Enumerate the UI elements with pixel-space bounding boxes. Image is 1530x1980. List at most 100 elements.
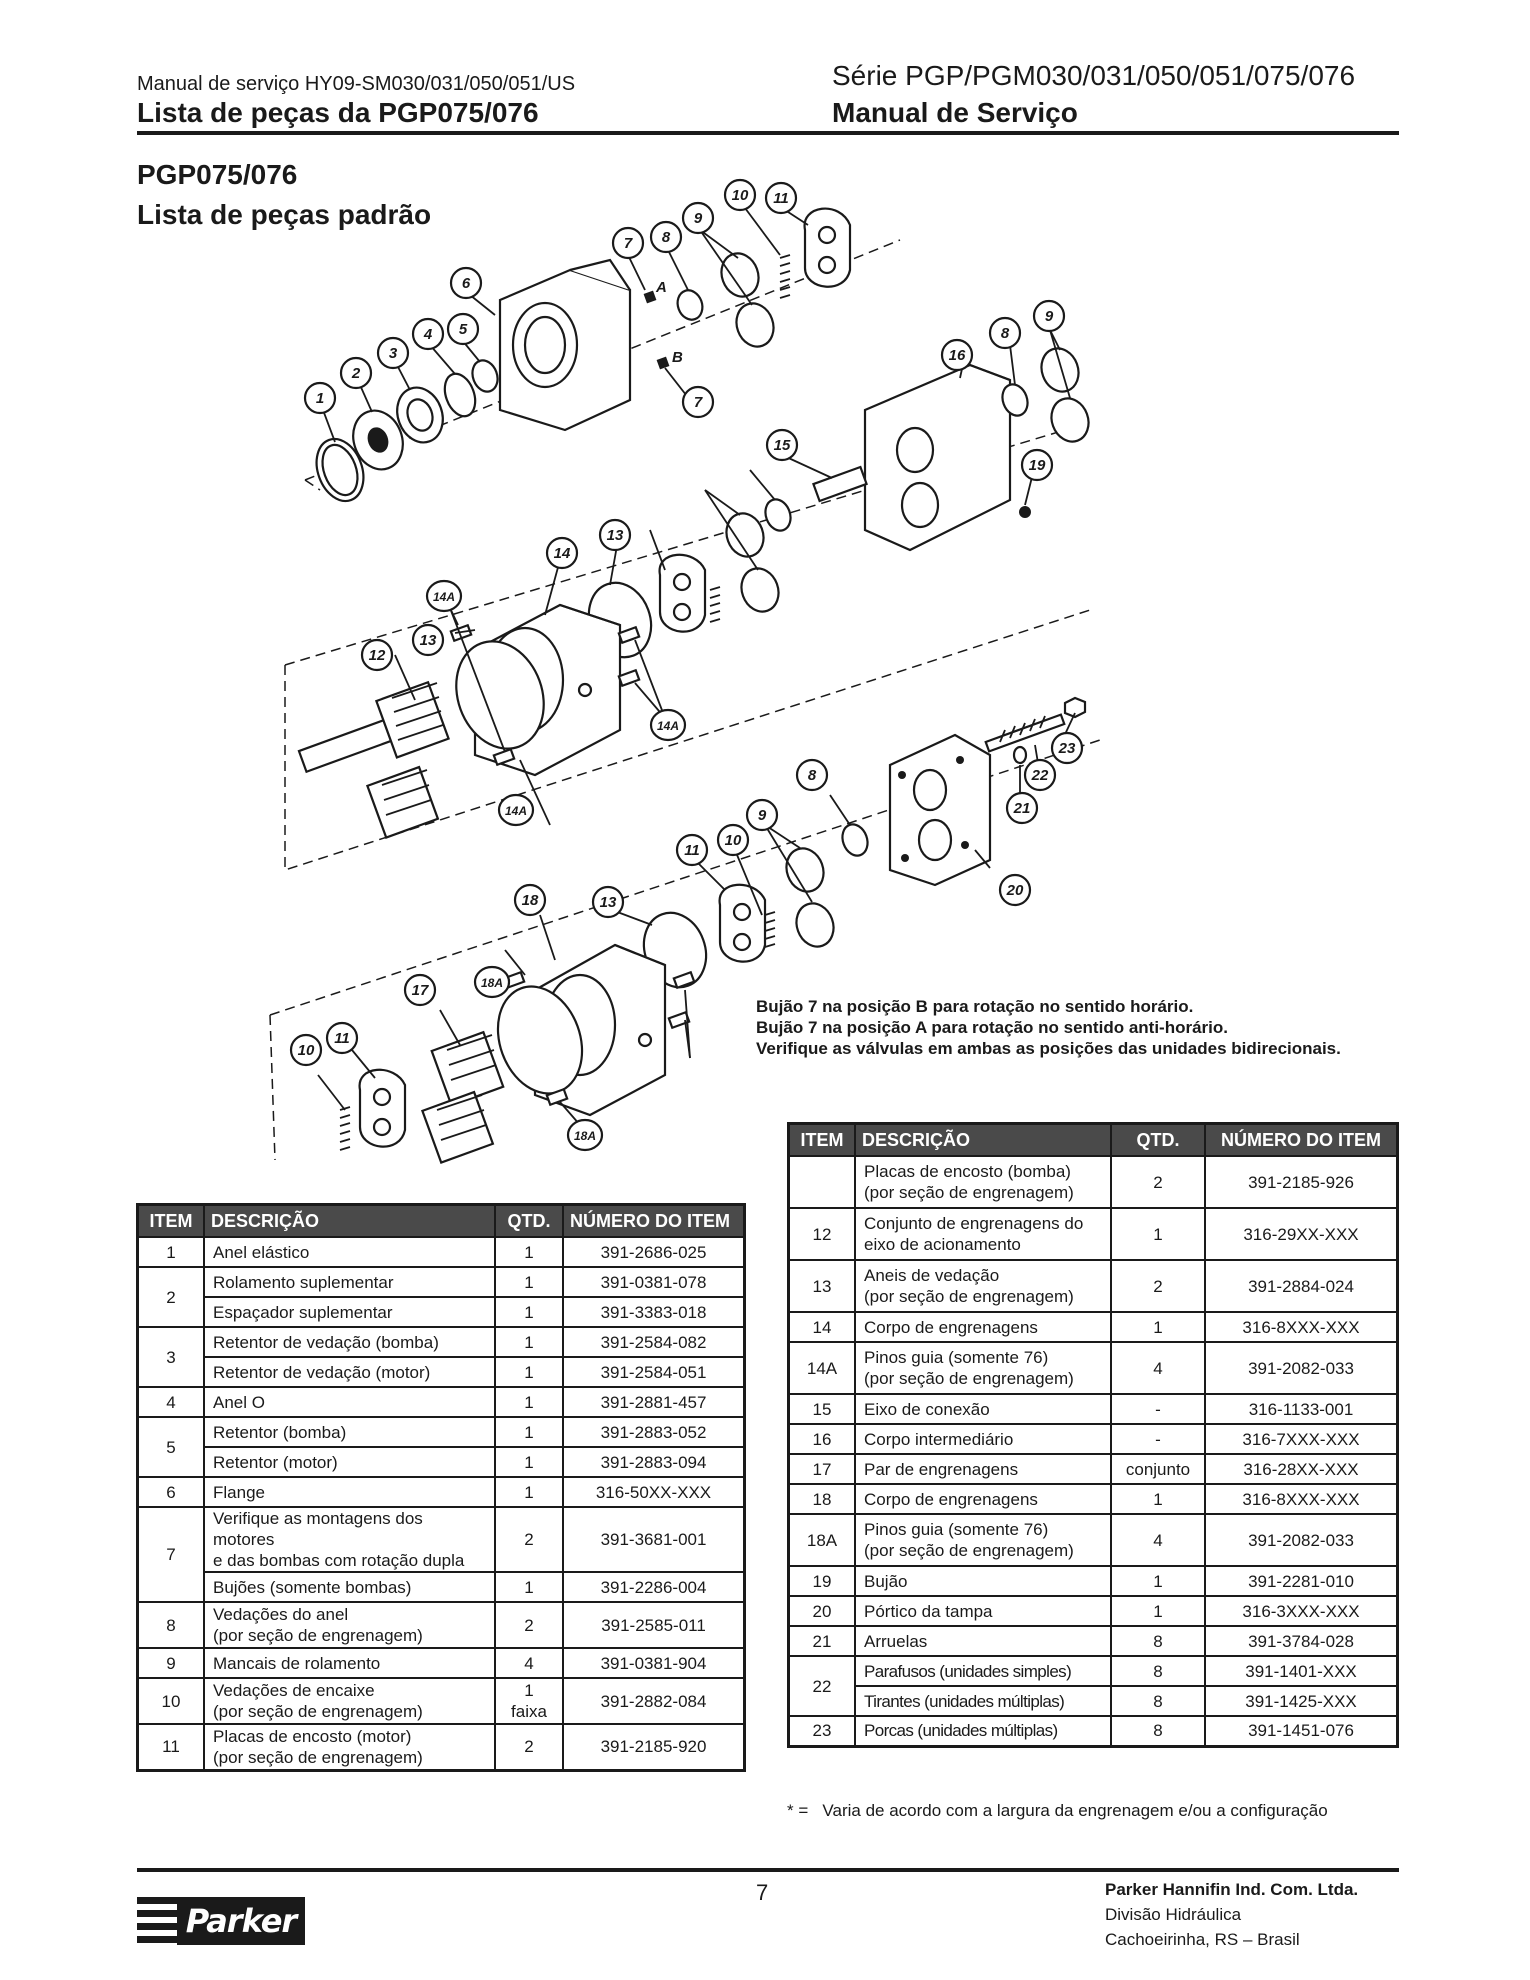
callout-number: 13 bbox=[420, 632, 437, 649]
item-number-cell: 316-1133-001 bbox=[1204, 1393, 1399, 1425]
callout-number: 14A bbox=[433, 590, 455, 604]
quantity-cell: 1 bbox=[1110, 1207, 1206, 1261]
item-number-cell: 391-3681-001 bbox=[562, 1506, 746, 1573]
description-line: Verifique as montagens dos motores bbox=[213, 1509, 423, 1549]
callout-number: 13 bbox=[607, 527, 624, 544]
roller-bearing-part bbox=[785, 847, 825, 893]
plug-b-part bbox=[656, 356, 670, 370]
thrust-plate-part bbox=[803, 207, 852, 288]
callout-number: 11 bbox=[773, 190, 789, 207]
quantity-cell: 4 bbox=[1110, 1513, 1206, 1567]
item-number-cell: 391-2881-457 bbox=[562, 1386, 746, 1418]
description-line: e das bombas com rotação dupla bbox=[213, 1551, 465, 1570]
description-cell: Eixo de conexão bbox=[854, 1393, 1112, 1425]
callout-bubble bbox=[649, 220, 683, 254]
roller-bearing-part bbox=[1040, 347, 1080, 393]
fit-seal-springs-part bbox=[764, 911, 776, 948]
callout-number: 18A bbox=[481, 976, 503, 990]
description-line: (por seção de engrenagem) bbox=[864, 1287, 1074, 1306]
callout-bubble bbox=[1005, 791, 1039, 825]
callout-bubble bbox=[716, 823, 750, 857]
callout-bubble bbox=[1020, 448, 1054, 482]
description-line: (por seção de engrenagem) bbox=[213, 1747, 423, 1767]
item-cell: 1 bbox=[136, 1236, 205, 1268]
item-cell: 5 bbox=[136, 1416, 205, 1478]
description-line: Porcas (unidades múltiplas) bbox=[864, 1721, 1058, 1741]
item-number-cell: 391-1425-XXX bbox=[1204, 1685, 1399, 1717]
item-number-cell: 391-3784-028 bbox=[1204, 1625, 1399, 1657]
thrust-plate-part bbox=[658, 553, 707, 633]
callout-bubble bbox=[403, 973, 437, 1007]
description-cell: Corpo de engrenagens bbox=[854, 1311, 1112, 1343]
item-number-cell: 391-3383-018 bbox=[562, 1296, 746, 1328]
description-line: Retentor (bomba) bbox=[213, 1422, 347, 1442]
description-cell: Pórtico da tampa bbox=[854, 1595, 1112, 1627]
description-cell: Corpo intermediário bbox=[854, 1423, 1112, 1455]
callout-bubble bbox=[411, 623, 445, 657]
quantity-cell: 1 bbox=[494, 1386, 564, 1418]
item-number-cell: 391-2584-082 bbox=[562, 1326, 746, 1358]
dowel-pin-part bbox=[617, 625, 641, 645]
description-cell: Pinos guia (somente 76)(por seção de eng… bbox=[854, 1513, 1112, 1567]
fit-seal-springs-part bbox=[339, 1106, 351, 1151]
quantity-cell: 2 bbox=[1110, 1259, 1206, 1313]
flange-part bbox=[498, 258, 632, 432]
description-line: Pórtico da tampa bbox=[864, 1601, 993, 1621]
item-cell bbox=[787, 1155, 856, 1209]
item-cell: 14 bbox=[787, 1311, 856, 1343]
roller-bearing-part bbox=[740, 567, 780, 613]
item-cell: 14A bbox=[787, 1341, 856, 1395]
parker-logo: Parker bbox=[137, 1897, 307, 1949]
quantity-cell: 1 bbox=[494, 1446, 564, 1478]
roller-bearing-part bbox=[725, 512, 765, 558]
description-line: Eixo de conexão bbox=[864, 1399, 990, 1419]
table-row: Placas de encosto (bomba)(por seção de e… bbox=[787, 1155, 1399, 1209]
item-cell: 4 bbox=[136, 1386, 205, 1418]
item-number-cell: 316-50XX-XXX bbox=[562, 1476, 746, 1508]
description-cell: Bujões (somente bombas) bbox=[203, 1571, 496, 1603]
item-number-cell: 391-2882-084 bbox=[562, 1677, 746, 1725]
callout-bubble bbox=[289, 1033, 323, 1067]
description-line: Flange bbox=[213, 1482, 265, 1502]
column-header-quantity: QTD. bbox=[1110, 1122, 1206, 1157]
item-number-cell: 391-1451-076 bbox=[1204, 1715, 1399, 1747]
item-cell: 18 bbox=[787, 1483, 856, 1515]
snap-ring-part bbox=[315, 437, 365, 503]
description-cell: Verifique as montagens dos motores e das … bbox=[203, 1506, 496, 1573]
description-line: Aneis de vedação bbox=[864, 1266, 1000, 1285]
callout-bubble bbox=[723, 178, 757, 212]
callout-bubble bbox=[764, 181, 798, 215]
description-cell: Pinos guia (somente 76)(por seção de eng… bbox=[854, 1341, 1112, 1395]
item-cell: 12 bbox=[787, 1207, 856, 1261]
item-cell: 22 bbox=[787, 1655, 856, 1717]
description-cell: Placas de encosto (motor)(por seção de e… bbox=[203, 1723, 496, 1771]
intermediate-body-part bbox=[863, 363, 1012, 552]
footer-rule bbox=[137, 1868, 1399, 1872]
quantity-cell: 4 bbox=[494, 1647, 564, 1679]
callout-number: 10 bbox=[732, 187, 749, 204]
description-cell: Espaçador suplementar bbox=[203, 1296, 496, 1328]
description-line: Vedações de encaixe bbox=[213, 1681, 375, 1700]
callout-number: 9 bbox=[694, 210, 703, 227]
description-line: Anel elástico bbox=[213, 1242, 310, 1262]
seal-ring-part bbox=[455, 640, 545, 750]
column-header-item-number: NÚMERO DO ITEM bbox=[562, 1203, 746, 1238]
callout-bubble bbox=[765, 428, 799, 462]
quantity-cell: 1 bbox=[494, 1416, 564, 1448]
callout-bubble bbox=[1050, 731, 1084, 765]
quantity-cell: 8 bbox=[1110, 1715, 1206, 1747]
item-cell: 2 bbox=[136, 1266, 205, 1328]
callout-number: 14A bbox=[505, 804, 527, 818]
quantity-cell: 1 bbox=[494, 1266, 564, 1298]
